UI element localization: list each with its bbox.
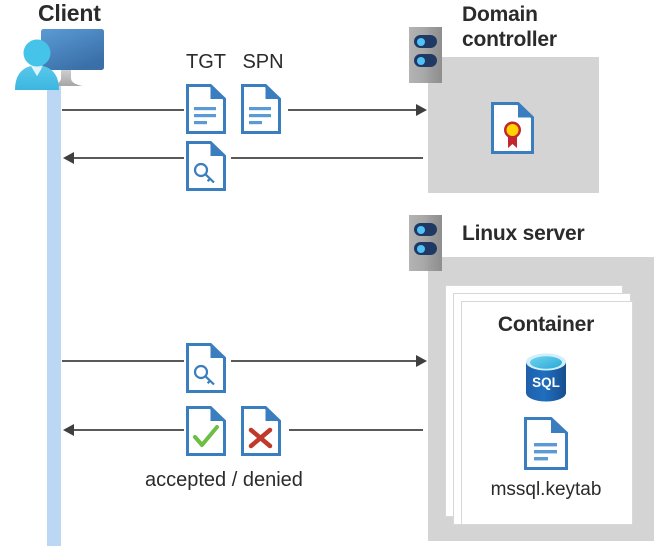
- certificate-document-icon: [491, 102, 534, 154]
- flow-1-line-left: [62, 109, 184, 111]
- domain-controller-label-line1: Domain: [462, 3, 538, 26]
- service-ticket-key-document-icon-2: [186, 343, 226, 393]
- client-lifeline: [47, 84, 61, 546]
- flow-2-line-right: [231, 157, 423, 159]
- flow-3-line-right: [231, 360, 423, 362]
- service-ticket-key-document-icon-1: [186, 141, 226, 191]
- svg-text:SQL: SQL: [532, 375, 560, 390]
- linux-server-server-rack-icon: [409, 215, 442, 271]
- sql-database-icon: SQL: [521, 351, 571, 404]
- flow-4-line-left: [74, 429, 184, 431]
- linux-server-label: Linux server: [462, 222, 585, 245]
- flow-4-arrowhead: [63, 424, 74, 436]
- flow-4-line-right: [289, 429, 423, 431]
- spn-label: SPN: [242, 51, 284, 73]
- domain-controller-label-line2: controller: [462, 28, 557, 51]
- container-card-front: [461, 301, 633, 525]
- accepted-denied-label: accepted / denied: [145, 469, 303, 491]
- keytab-document-icon: [524, 417, 568, 470]
- tgt-label: TGT: [186, 51, 226, 73]
- domain-controller-server-rack-icon: [409, 27, 442, 83]
- flow-3-line-left: [62, 360, 184, 362]
- tgt-document-icon: [186, 84, 226, 134]
- flow-1-arrowhead: [416, 104, 427, 116]
- spn-document-icon: [241, 84, 281, 134]
- client-workstation-icon: [8, 24, 112, 92]
- client-label: Client: [38, 0, 101, 26]
- accepted-check-document-icon: [186, 406, 226, 456]
- container-label: Container: [497, 313, 595, 336]
- flow-2-line-left: [74, 157, 184, 159]
- denied-cross-document-icon: [241, 406, 281, 456]
- flow-2-arrowhead: [63, 152, 74, 164]
- keytab-filename-label: mssql.keytab: [490, 479, 602, 500]
- flow-3-arrowhead: [416, 355, 427, 367]
- flow-1-line-right: [288, 109, 423, 111]
